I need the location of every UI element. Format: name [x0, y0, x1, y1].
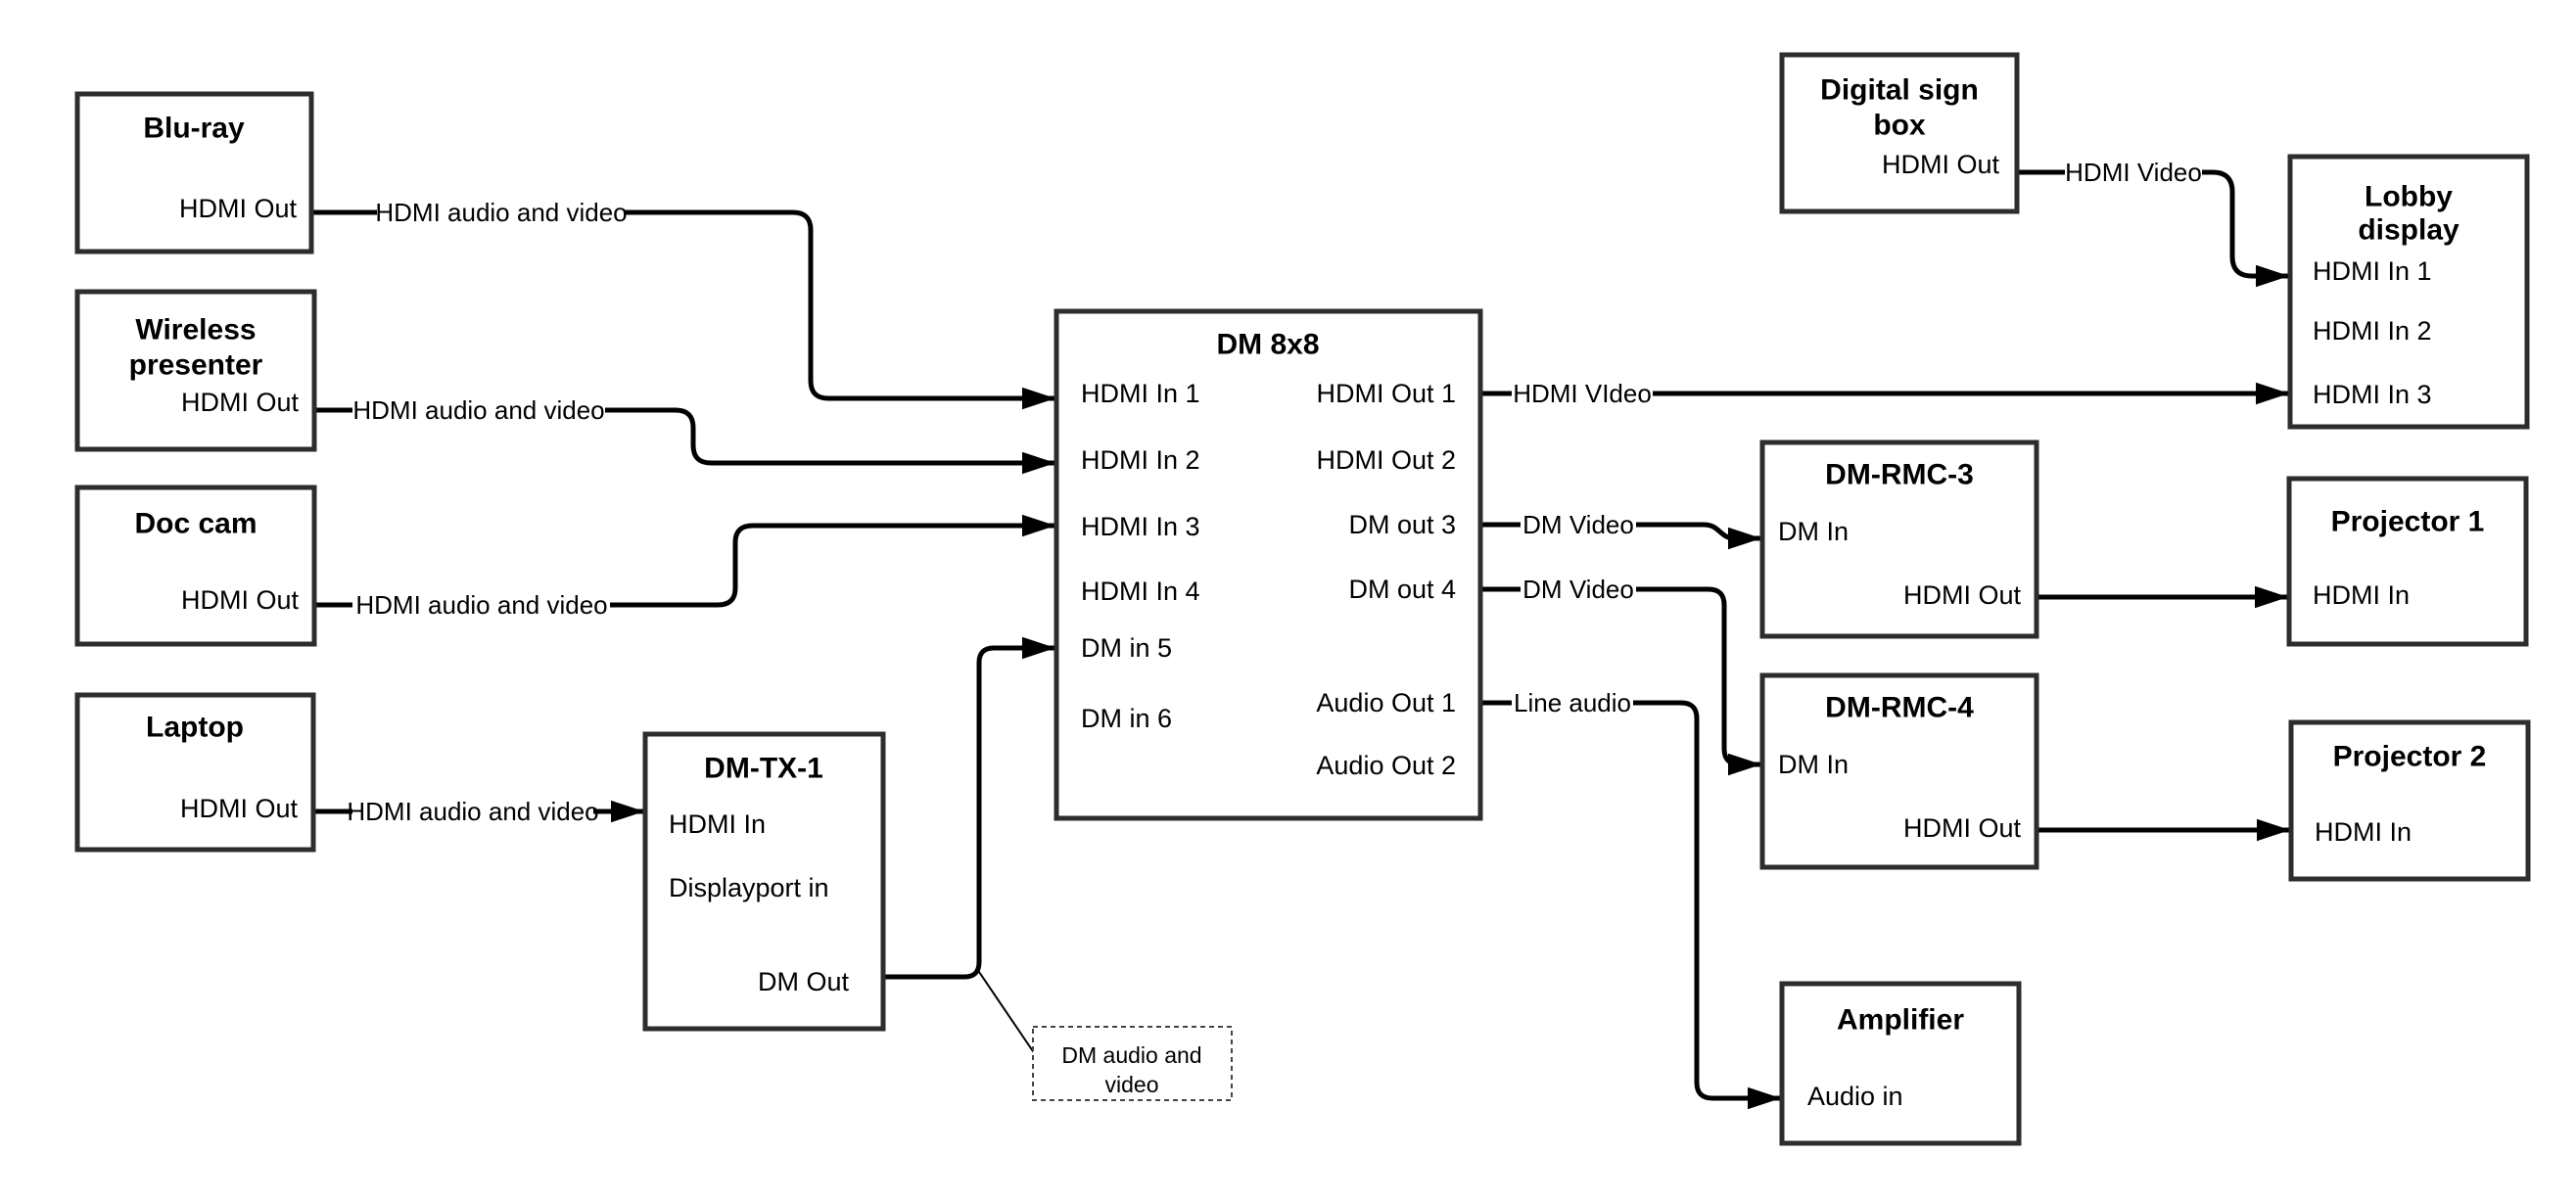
- dm-out4-wire-segment-2: [1636, 586, 1762, 776]
- dm-8x8-port-hdmi-in-3: HDMI In 3: [1081, 512, 1200, 541]
- doc-cam-box: [74, 485, 317, 647]
- dm-out4-wire-label: DM Video: [1522, 575, 1634, 604]
- dm-8x8-box: [1054, 308, 1483, 821]
- amplifier-title: Amplifier: [1837, 1004, 1964, 1037]
- lobby-display-node: Lobby display HDMI In 1 HDMI In 2 HDMI I…: [2287, 154, 2530, 430]
- lobby-display-port-hdmi-in-2: HDMI In 2: [2313, 316, 2432, 346]
- amplifier-port-audio-in: Audio in: [1807, 1082, 1903, 1111]
- bluray-wire-label: HDMI audio and video: [375, 198, 627, 227]
- callout-text-line2: video: [1105, 1072, 1159, 1097]
- dm-rmc-4-box: [1759, 672, 2039, 870]
- bluray-port-hdmi-out: HDMI Out: [179, 194, 298, 223]
- dm-8x8-port-hdmi-in-4: HDMI In 4: [1081, 577, 1200, 606]
- dm-out3-wire-label: DM Video: [1522, 510, 1634, 539]
- digital-sign-wire-label: HDMI Video: [2065, 158, 2202, 187]
- dm-audio-video-callout: DM audio and video: [976, 968, 1233, 1101]
- lobby-display-title-line2: display: [2358, 214, 2459, 247]
- amplifier-box: [1779, 981, 2022, 1146]
- dmtx1-dmout-wire: [883, 636, 1056, 980]
- bluray-title: Blu-ray: [143, 113, 245, 145]
- dm-tx-1-node: DM-TX-1 HDMI In Displayport in DM Out: [642, 731, 886, 1032]
- projector-2-title: Projector 2: [2333, 741, 2487, 773]
- dm-8x8-port-dm-in-5: DM in 5: [1081, 633, 1172, 663]
- doccam-wire-segment-2: [610, 514, 1056, 608]
- bluray-wire-segment-2: [624, 209, 1056, 410]
- laptop-wire-label: HDMI audio and video: [347, 797, 598, 826]
- hdmi-out1-wire-label: HDMI VIdeo: [1513, 379, 1652, 408]
- dm-8x8-port-hdmi-out-1: HDMI Out 1: [1316, 379, 1456, 408]
- digital-sign-wire-segment-2: [2202, 169, 2290, 288]
- dm-rmc-3-port-dm-in: DM In: [1778, 517, 1849, 546]
- dm-8x8-port-dm-out-3: DM out 3: [1348, 510, 1456, 539]
- dm-rmc-3-port-hdmi-out: HDMI Out: [1903, 580, 2022, 610]
- dm-8x8-port-hdmi-out-2: HDMI Out 2: [1316, 445, 1456, 475]
- dm-8x8-port-dm-out-4: DM out 4: [1348, 575, 1456, 604]
- projector-1-box: [2286, 476, 2529, 647]
- lobby-display-box: [2287, 154, 2530, 430]
- callout-leader-line: [976, 968, 1036, 1055]
- dm-8x8-title: DM 8x8: [1216, 329, 1319, 361]
- wireless-presenter-node: Wireless presenter HDMI Out: [74, 289, 317, 452]
- wireless-presenter-title-line1: Wireless: [135, 314, 256, 346]
- lobby-display-title-line1: Lobby: [2365, 181, 2453, 213]
- dm-tx-1-box: [642, 731, 886, 1032]
- laptop-title: Laptop: [146, 712, 244, 744]
- dm-rmc-3-node: DM-RMC-3 DM In HDMI Out: [1759, 439, 2039, 639]
- doc-cam-title: Doc cam: [134, 508, 257, 540]
- laptop-node: Laptop HDMI Out: [74, 692, 316, 853]
- digital-sign-port-hdmi-out: HDMI Out: [1882, 150, 2000, 179]
- projector-2-node: Projector 2 HDMI In: [2288, 719, 2531, 882]
- callout-text-line1: DM audio and: [1061, 1042, 1201, 1068]
- dm-rmc-4-node: DM-RMC-4 DM In HDMI Out: [1759, 672, 2039, 870]
- dm-8x8-port-hdmi-in-2: HDMI In 2: [1081, 445, 1200, 475]
- dm-rmc-3-title: DM-RMC-3: [1825, 459, 1974, 491]
- digital-sign-title-line1: Digital sign: [1820, 74, 1979, 107]
- digital-sign-box-node: Digital sign box HDMI Out: [1779, 52, 2020, 214]
- lobby-display-port-hdmi-in-1: HDMI In 1: [2313, 256, 2432, 286]
- wireless-wire-segment-2: [605, 407, 1056, 475]
- digital-sign-box: [1779, 52, 2020, 214]
- doccam-wire-label: HDMI audio and video: [355, 590, 607, 620]
- dm-rmc-3-box: [1759, 439, 2039, 639]
- projector-1-title: Projector 1: [2331, 506, 2485, 538]
- line-audio-wire-label: Line audio: [1514, 688, 1631, 717]
- projector-1-port-hdmi-in: HDMI In: [2313, 580, 2410, 610]
- dm-8x8-port-hdmi-in-1: HDMI In 1: [1081, 379, 1200, 408]
- dm-out3-wire-segment-2: [1636, 522, 1762, 550]
- wireless-port-hdmi-out: HDMI Out: [181, 388, 300, 417]
- callout-box: [1032, 1026, 1233, 1101]
- dm-8x8-port-dm-in-6: DM in 6: [1081, 704, 1172, 733]
- wireless-presenter-title-line2: presenter: [129, 349, 263, 382]
- dm-rmc-4-port-hdmi-out: HDMI Out: [1903, 813, 2022, 843]
- line-audio-wire-segment-2: [1633, 700, 1782, 1110]
- wires-layer: HDMI audio and video HDMI audio and vide…: [311, 158, 2291, 1110]
- lobby-display-port-hdmi-in-3: HDMI In 3: [2313, 380, 2432, 409]
- wireless-presenter-box: [74, 289, 317, 452]
- dm-rmc-4-port-dm-in: DM In: [1778, 750, 1849, 779]
- dm-tx-1-title: DM-TX-1: [704, 753, 823, 785]
- digital-sign-title-line2: box: [1873, 110, 1926, 142]
- dm-tx-1-port-dm-out: DM Out: [758, 967, 850, 996]
- laptop-box: [74, 692, 316, 853]
- dm-tx-1-port-hdmi-in: HDMI In: [669, 809, 766, 839]
- dm-tx-1-port-displayport-in: Displayport in: [669, 873, 829, 902]
- dm-8x8-node: DM 8x8 HDMI In 1 HDMI In 2 HDMI In 3 HDM…: [1054, 308, 1483, 821]
- bluray-node: Blu-ray HDMI Out: [74, 91, 314, 254]
- doc-cam-node: Doc cam HDMI Out: [74, 485, 317, 647]
- projector-2-port-hdmi-in: HDMI In: [2315, 817, 2412, 847]
- bluray-box: [74, 91, 314, 254]
- projector-2-box: [2288, 719, 2531, 882]
- wireless-wire-label: HDMI audio and video: [352, 395, 604, 425]
- amplifier-node: Amplifier Audio in: [1779, 981, 2022, 1146]
- dm-8x8-port-audio-out-2: Audio Out 2: [1316, 751, 1456, 780]
- doc-cam-port-hdmi-out: HDMI Out: [181, 585, 300, 615]
- dm-8x8-port-audio-out-1: Audio Out 1: [1316, 688, 1456, 717]
- projector-1-node: Projector 1 HDMI In: [2286, 476, 2529, 647]
- laptop-port-hdmi-out: HDMI Out: [180, 794, 299, 823]
- dm-rmc-4-title: DM-RMC-4: [1825, 692, 1974, 724]
